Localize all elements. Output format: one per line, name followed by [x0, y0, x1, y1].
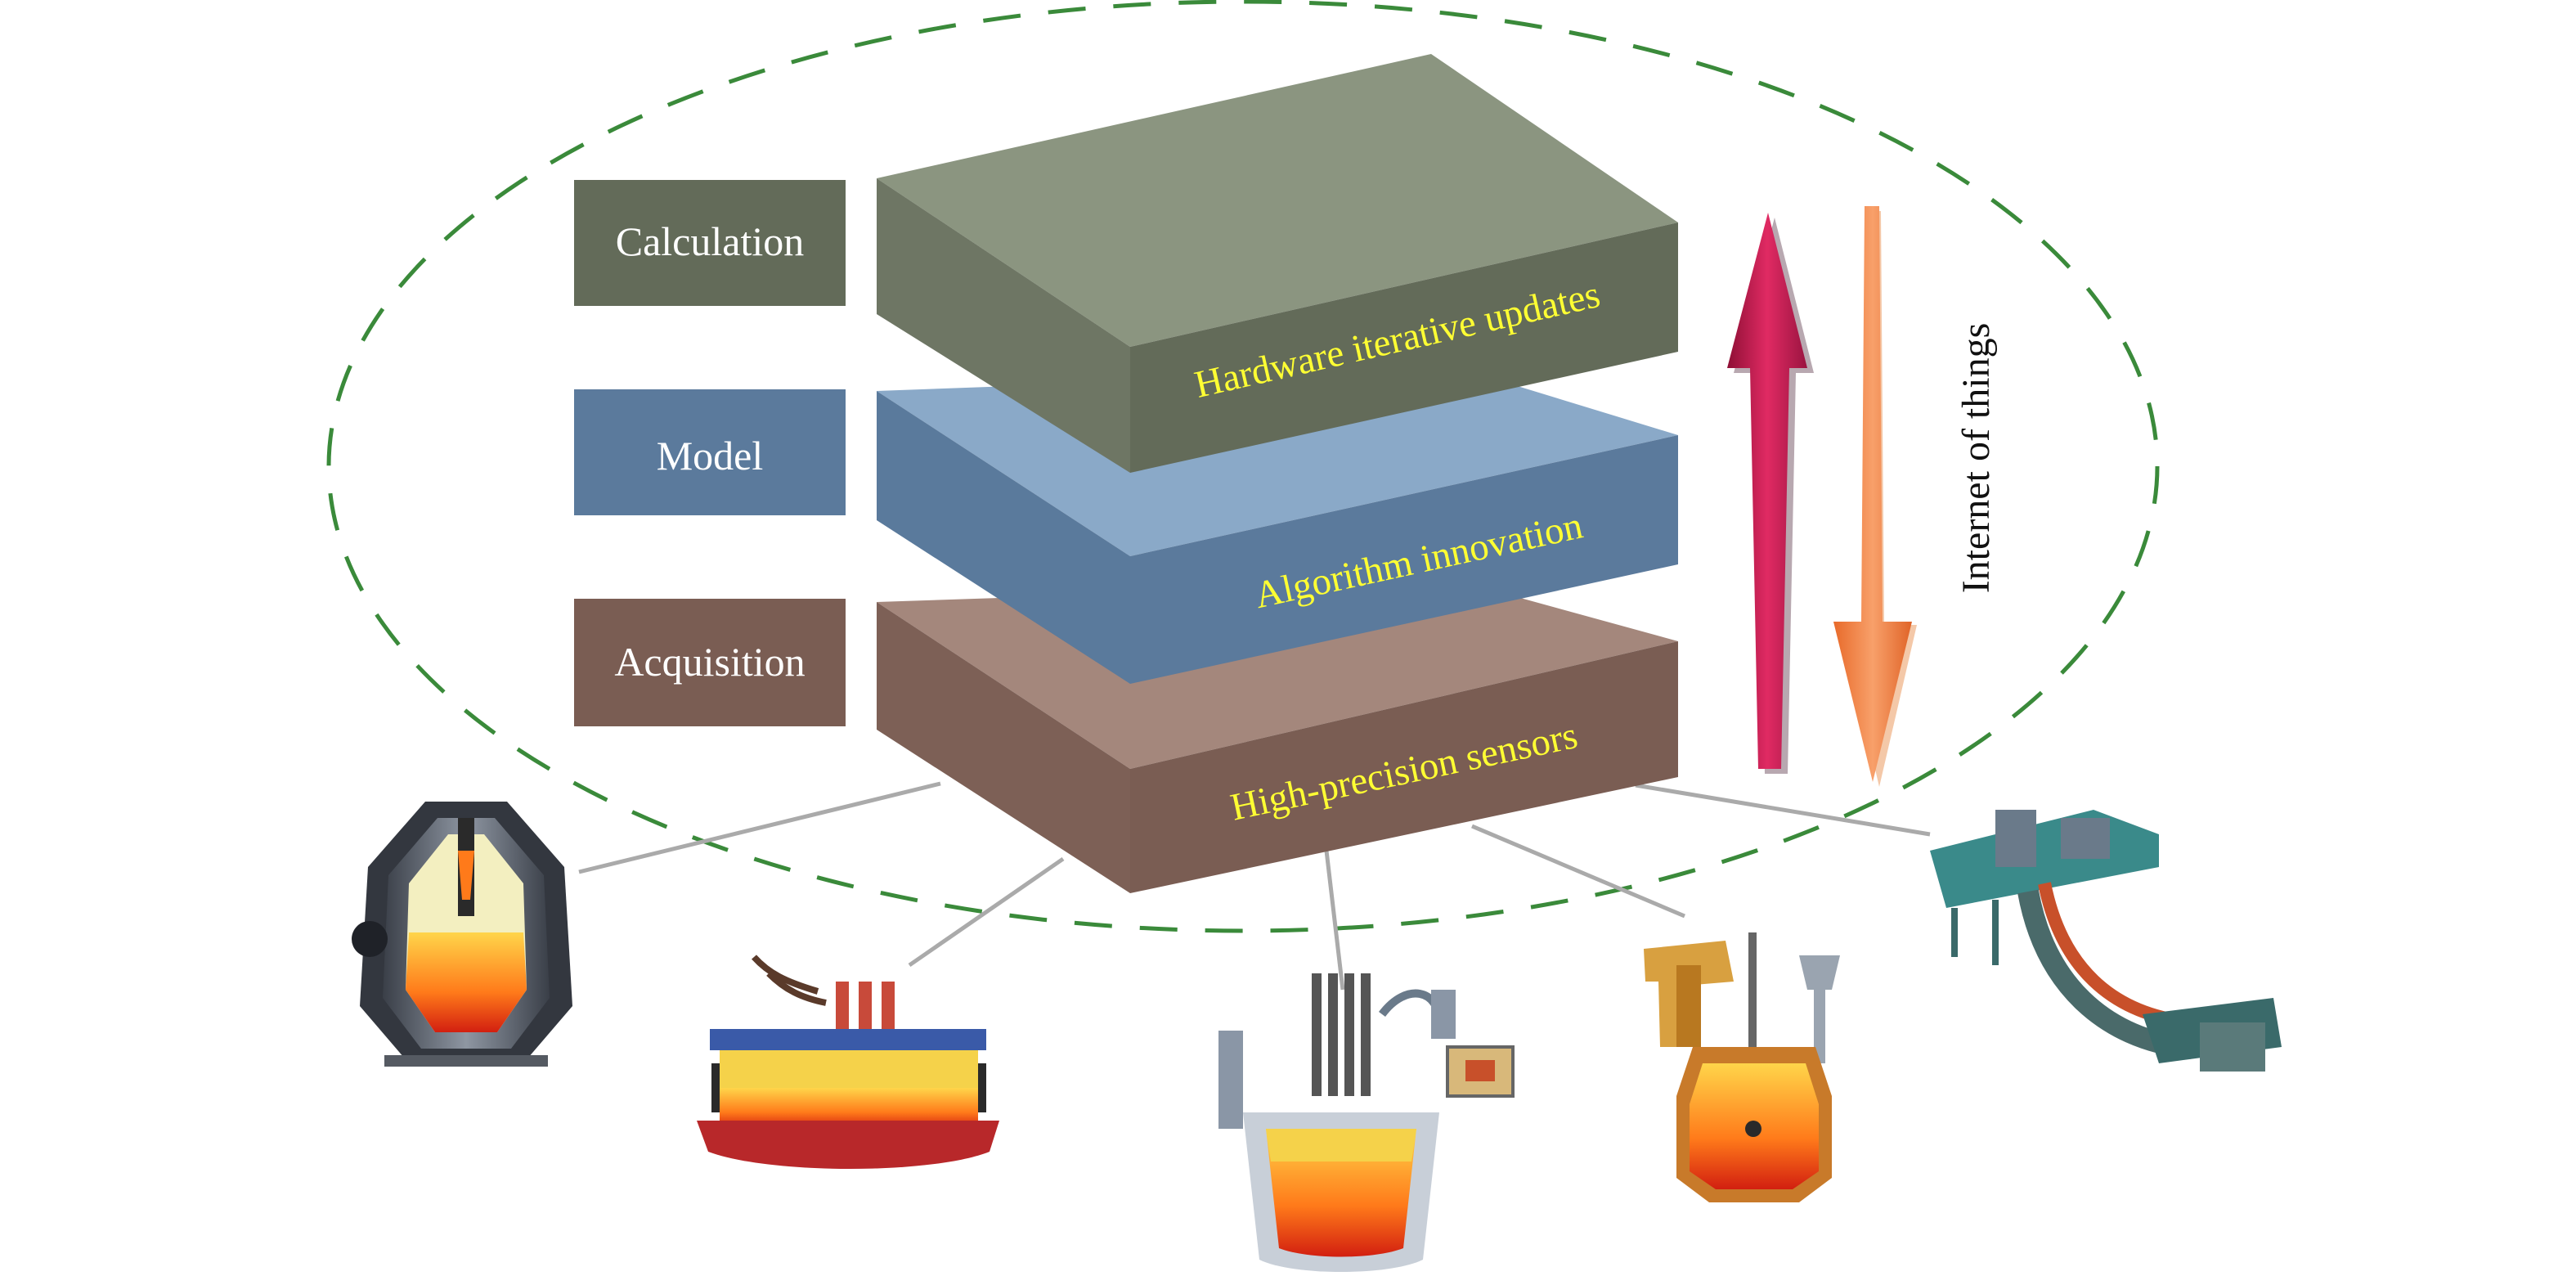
label-acquisition: Acquisition — [614, 639, 805, 685]
iot-label: Internet of things — [1954, 323, 1998, 594]
label-box-acquisition: Acquisition — [574, 599, 846, 726]
slab-calculation — [877, 54, 1678, 473]
up-arrow — [1727, 213, 1814, 774]
electric-arc-furnace-icon — [697, 955, 999, 1169]
continuous-caster-icon — [1930, 810, 2282, 1072]
label-calculation: Calculation — [616, 218, 805, 264]
system-boundary-ellipse — [326, 0, 2160, 933]
label-box-bg — [574, 180, 846, 306]
connector-line — [1635, 783, 1931, 837]
label-model: Model — [657, 433, 764, 479]
slab-top — [877, 54, 1678, 347]
connector-lines — [578, 781, 1931, 991]
slab-front-face — [1130, 222, 1678, 473]
label-box-calculation: Calculation — [574, 180, 846, 306]
converter-icon — [1644, 932, 1840, 1202]
connector-line — [1471, 824, 1685, 919]
connector-line — [908, 856, 1065, 968]
label-box-bg — [574, 389, 846, 515]
slab-left-face — [877, 178, 1130, 473]
slab-front-face — [1130, 435, 1678, 684]
connector-line — [1324, 850, 1345, 991]
slab-left-face — [877, 602, 1130, 893]
slab-left-face — [877, 391, 1130, 684]
down-arrow — [1833, 206, 1917, 787]
label-box-model: Model — [574, 389, 846, 515]
connector-line — [578, 781, 941, 874]
label-box-bg — [574, 599, 846, 726]
blast-furnace-icon — [352, 802, 572, 1067]
ladle-refining-furnace-icon — [1218, 973, 1515, 1272]
slab-front-face — [1130, 641, 1678, 893]
